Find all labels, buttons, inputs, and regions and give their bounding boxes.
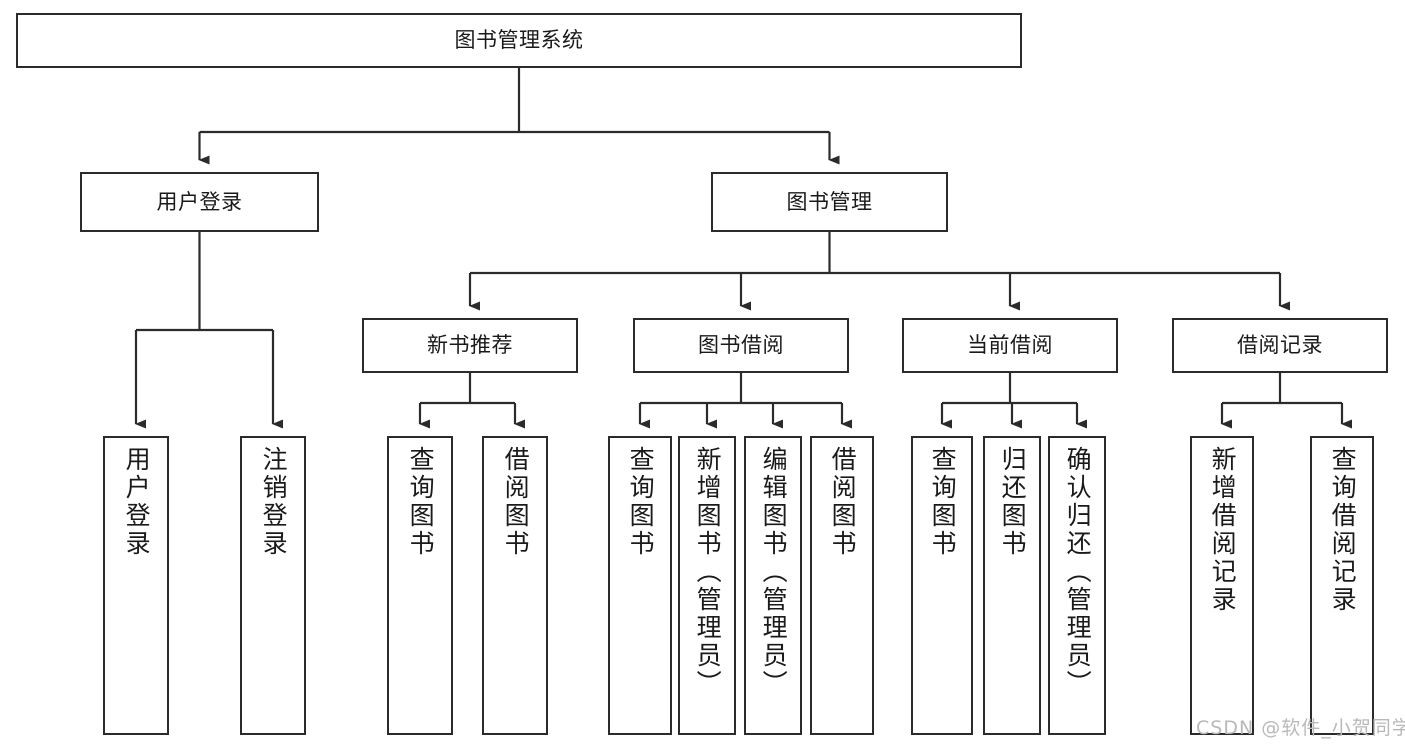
node-root[interactable]: 图书管理系统 bbox=[16, 13, 1022, 68]
node-l3-addbook[interactable]: 新增图书（管理员） bbox=[678, 436, 736, 735]
node-l2-newrec[interactable]: 新书推荐 bbox=[362, 318, 578, 373]
node-l1-books[interactable]: 图书管理 bbox=[711, 172, 948, 232]
node-l3-queryrec[interactable]: 查询借阅记录 bbox=[1310, 436, 1374, 735]
node-label: 注销登录 bbox=[259, 446, 289, 558]
node-label: 查询图书 bbox=[406, 446, 436, 558]
node-label: 新增图书（管理员） bbox=[693, 446, 723, 698]
node-label: 新增借阅记录 bbox=[1208, 446, 1238, 614]
node-label: 编辑图书（管理员） bbox=[759, 446, 789, 698]
node-l3-editbook[interactable]: 编辑图书（管理员） bbox=[744, 436, 802, 735]
node-label: 归还图书 bbox=[998, 446, 1028, 558]
node-label: 图书管理系统 bbox=[454, 28, 584, 53]
node-l3-querybook3[interactable]: 查询图书 bbox=[911, 436, 973, 735]
csdn-watermark: CSDN @软件_小贺同学 bbox=[1196, 717, 1405, 739]
node-l3-logout[interactable]: 注销登录 bbox=[240, 436, 306, 735]
node-label: 查询图书 bbox=[928, 446, 958, 558]
node-label: 确认归还（管理员） bbox=[1063, 446, 1093, 698]
node-l3-returnbook[interactable]: 归还图书 bbox=[983, 436, 1041, 735]
node-label: 用户登录 bbox=[156, 189, 243, 214]
node-l3-borrowbook1[interactable]: 借阅图书 bbox=[482, 436, 548, 735]
node-l2-borrow[interactable]: 图书借阅 bbox=[633, 318, 849, 373]
node-label: 图书借阅 bbox=[698, 333, 784, 358]
node-label: 查询借阅记录 bbox=[1328, 446, 1358, 614]
node-l3-confirm[interactable]: 确认归还（管理员） bbox=[1048, 436, 1106, 735]
node-label: 借阅记录 bbox=[1237, 333, 1323, 358]
node-label: 借阅图书 bbox=[501, 446, 531, 558]
node-l3-querybook2[interactable]: 查询图书 bbox=[608, 436, 672, 735]
node-l3-querybook1[interactable]: 查询图书 bbox=[387, 436, 453, 735]
node-label: 当前借阅 bbox=[967, 333, 1053, 358]
node-label: 用户登录 bbox=[122, 446, 152, 558]
node-label: 图书管理 bbox=[786, 189, 873, 214]
node-l3-addrec[interactable]: 新增借阅记录 bbox=[1190, 436, 1254, 735]
node-l2-current[interactable]: 当前借阅 bbox=[902, 318, 1118, 373]
node-label: 新书推荐 bbox=[427, 333, 513, 358]
node-l1-login[interactable]: 用户登录 bbox=[80, 172, 319, 232]
node-l2-record[interactable]: 借阅记录 bbox=[1172, 318, 1388, 373]
node-label: 查询图书 bbox=[626, 446, 656, 558]
node-l3-borrowbook2[interactable]: 借阅图书 bbox=[810, 436, 874, 735]
node-label: 借阅图书 bbox=[828, 446, 858, 558]
node-l3-userlogin[interactable]: 用户登录 bbox=[103, 436, 169, 735]
